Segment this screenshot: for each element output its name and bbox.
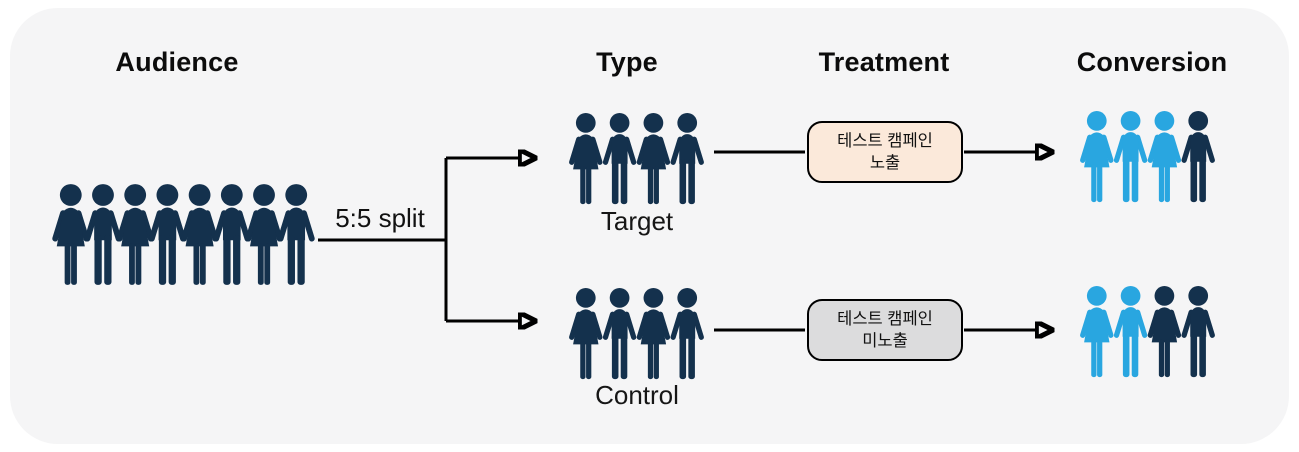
treatment-box-unexposed-line1: 테스트 캠페인	[837, 309, 933, 328]
column-header-conversion: Conversion	[1076, 47, 1228, 77]
target-group-label: Target	[600, 206, 674, 236]
conversion-control-people-group	[1078, 285, 1217, 384]
control-group-label: Control	[595, 380, 679, 410]
treatment-box-unexposed-line2: 미노출	[862, 332, 908, 350]
treatment-box-unexposed: 테스트 캠페인 미노출	[807, 299, 963, 361]
conversion-target-people-group	[1078, 110, 1217, 209]
column-header-treatment: Treatment	[818, 47, 950, 77]
target-people-group	[567, 112, 706, 211]
column-header-audience: Audience	[115, 47, 239, 77]
treatment-box-exposed-line1: 테스트 캠페인	[837, 131, 933, 150]
column-header-type: Type	[596, 47, 658, 77]
audience-people-group	[50, 183, 317, 292]
treatment-box-exposed: 테스트 캠페인 노출	[807, 121, 963, 183]
split-ratio-label: 5:5 split	[335, 203, 425, 233]
treatment-box-exposed-line2: 노출	[869, 154, 901, 172]
control-people-group	[567, 287, 706, 386]
